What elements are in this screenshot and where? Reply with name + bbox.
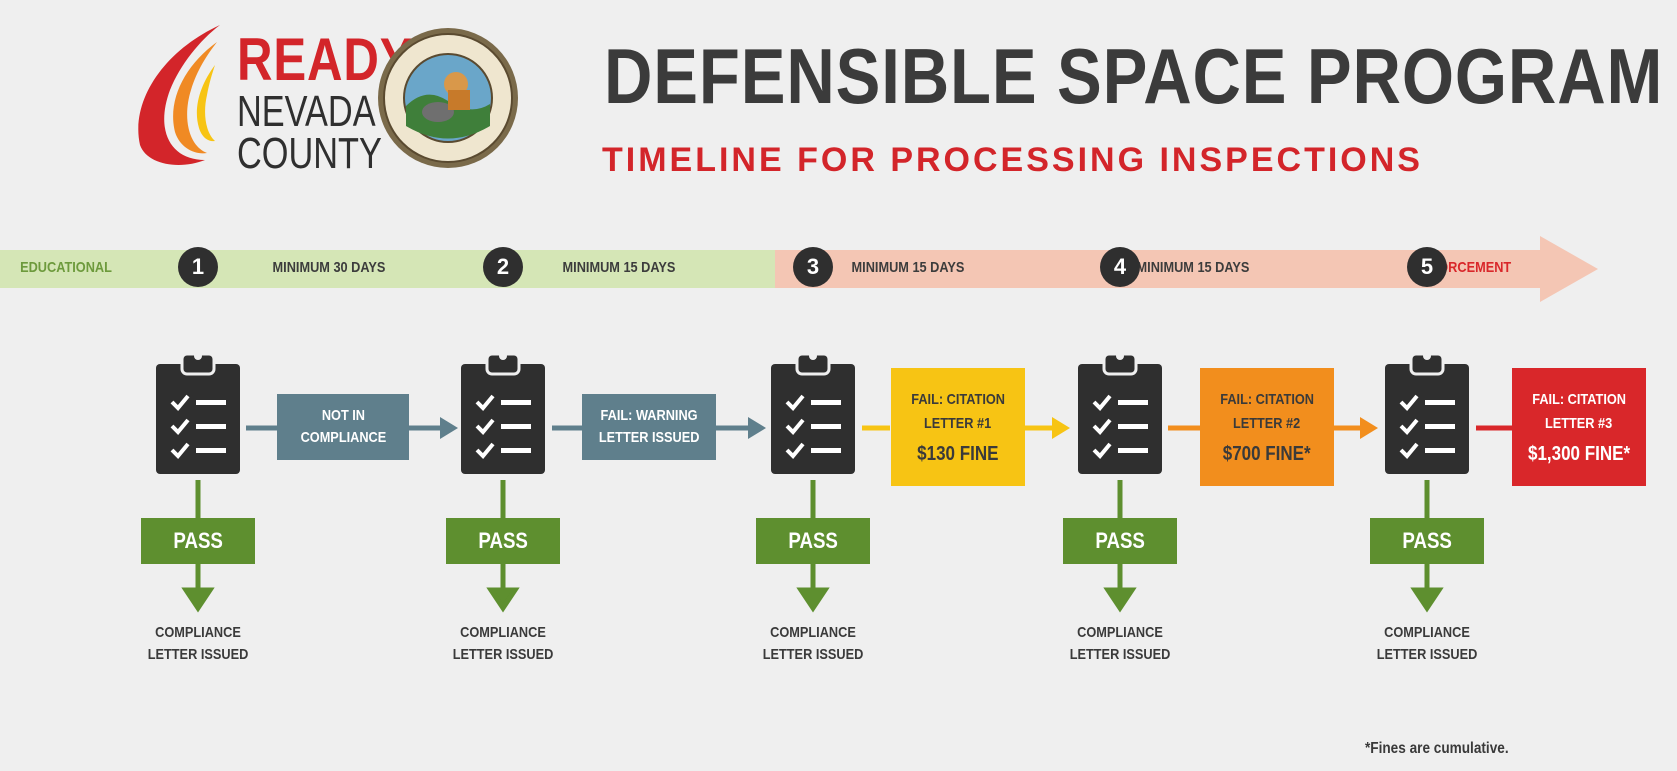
pass-box: PASS (446, 518, 560, 564)
educational-label: EDUCATIONAL (20, 259, 112, 276)
fines-footnote: *Fines are cumulative. (1365, 740, 1509, 757)
pass-box: PASS (1370, 518, 1484, 564)
pass-label: PASS (1402, 528, 1452, 553)
compliance-line: LETTER ISSUED (1376, 646, 1478, 663)
pass-label: PASS (788, 528, 838, 553)
compliance-letter-text: COMPLIANCE LETTER ISSUED (408, 622, 598, 666)
compliance-line: LETTER ISSUED (1069, 646, 1171, 663)
fail-box-citation-2: FAIL: CITATION LETTER #2 $700 FINE* (1200, 368, 1334, 486)
fail-box-line: FAIL: CITATION (1532, 391, 1626, 408)
compliance-line: LETTER ISSUED (762, 646, 864, 663)
educational-band (0, 250, 775, 288)
compliance-letter-text: COMPLIANCE LETTER ISSUED (1025, 622, 1215, 666)
interval-label-4: MINIMUM 15 DAYS (1136, 259, 1250, 276)
clipboard-icon (156, 352, 240, 474)
fine-amount: $130 FINE (917, 443, 999, 465)
compliance-line: COMPLIANCE (460, 624, 546, 641)
step-circle-2: 2 (483, 247, 523, 287)
page-subtitle: TIMELINE FOR PROCESSING INSPECTIONS (602, 141, 1423, 179)
clipboard-icon (1078, 352, 1162, 474)
compliance-line: COMPLIANCE (1077, 624, 1163, 641)
step-circle-1: 1 (178, 247, 218, 287)
compliance-line: COMPLIANCE (1384, 624, 1470, 641)
fail-box-line: FAIL: CITATION (911, 391, 1005, 408)
pass-box: PASS (141, 518, 255, 564)
ready-swoosh-logo-icon (138, 25, 220, 165)
logo-nevada-text: NEVADA (237, 87, 376, 136)
fine-amount: $1,300 FINE* (1527, 443, 1631, 465)
fail-box-not-in-compliance: NOT IN COMPLIANCE (277, 394, 409, 460)
fail-box-citation-1: FAIL: CITATION LETTER #1 $130 FINE (891, 368, 1025, 486)
fail-box-line: LETTER #3 (1545, 415, 1613, 432)
compliance-letter-text: COMPLIANCE LETTER ISSUED (718, 622, 908, 666)
fail-box-citation-3: FAIL: CITATION LETTER #3 $1,300 FINE* (1512, 368, 1646, 486)
clipboard-icon (461, 352, 545, 474)
fail-box-line: LETTER #2 (1233, 415, 1301, 432)
compliance-letter-text: COMPLIANCE LETTER ISSUED (1332, 622, 1522, 666)
logo-county-text: COUNTY (237, 129, 382, 178)
fail-box-line: LETTER #1 (924, 415, 992, 432)
fail-box-line: COMPLIANCE (300, 429, 386, 446)
fail-box-line: FAIL: CITATION (1220, 391, 1314, 408)
timeline-arrow-head-icon (1540, 236, 1598, 302)
step-circle-3: 3 (793, 247, 833, 287)
interval-label-2: MINIMUM 15 DAYS (562, 259, 676, 276)
pass-label: PASS (1095, 528, 1145, 553)
interval-label-1: MINIMUM 30 DAYS (272, 259, 386, 276)
compliance-line: COMPLIANCE (770, 624, 856, 641)
fail-box-line: FAIL: WARNING (600, 407, 698, 424)
county-seal-icon (378, 28, 518, 168)
fail-box-line: LETTER ISSUED (598, 429, 700, 446)
pass-box: PASS (1063, 518, 1177, 564)
page-title: DEFENSIBLE SPACE PROGRAM (604, 32, 1664, 120)
step-circle-5: 5 (1407, 247, 1447, 287)
pass-box: PASS (756, 518, 870, 564)
step-circle-4: 4 (1100, 247, 1140, 287)
compliance-line: LETTER ISSUED (452, 646, 554, 663)
fail-box-line: NOT IN (321, 407, 365, 424)
fine-amount: $700 FINE* (1223, 443, 1311, 465)
pass-label: PASS (478, 528, 528, 553)
compliance-line: LETTER ISSUED (147, 646, 249, 663)
compliance-line: COMPLIANCE (155, 624, 241, 641)
clipboard-icon (771, 352, 855, 474)
pass-label: PASS (173, 528, 223, 553)
fail-box-warning-letter: FAIL: WARNING LETTER ISSUED (582, 394, 716, 460)
compliance-letter-text: COMPLIANCE LETTER ISSUED (103, 622, 293, 666)
interval-label-3: MINIMUM 15 DAYS (851, 259, 965, 276)
clipboard-icon (1385, 352, 1469, 474)
